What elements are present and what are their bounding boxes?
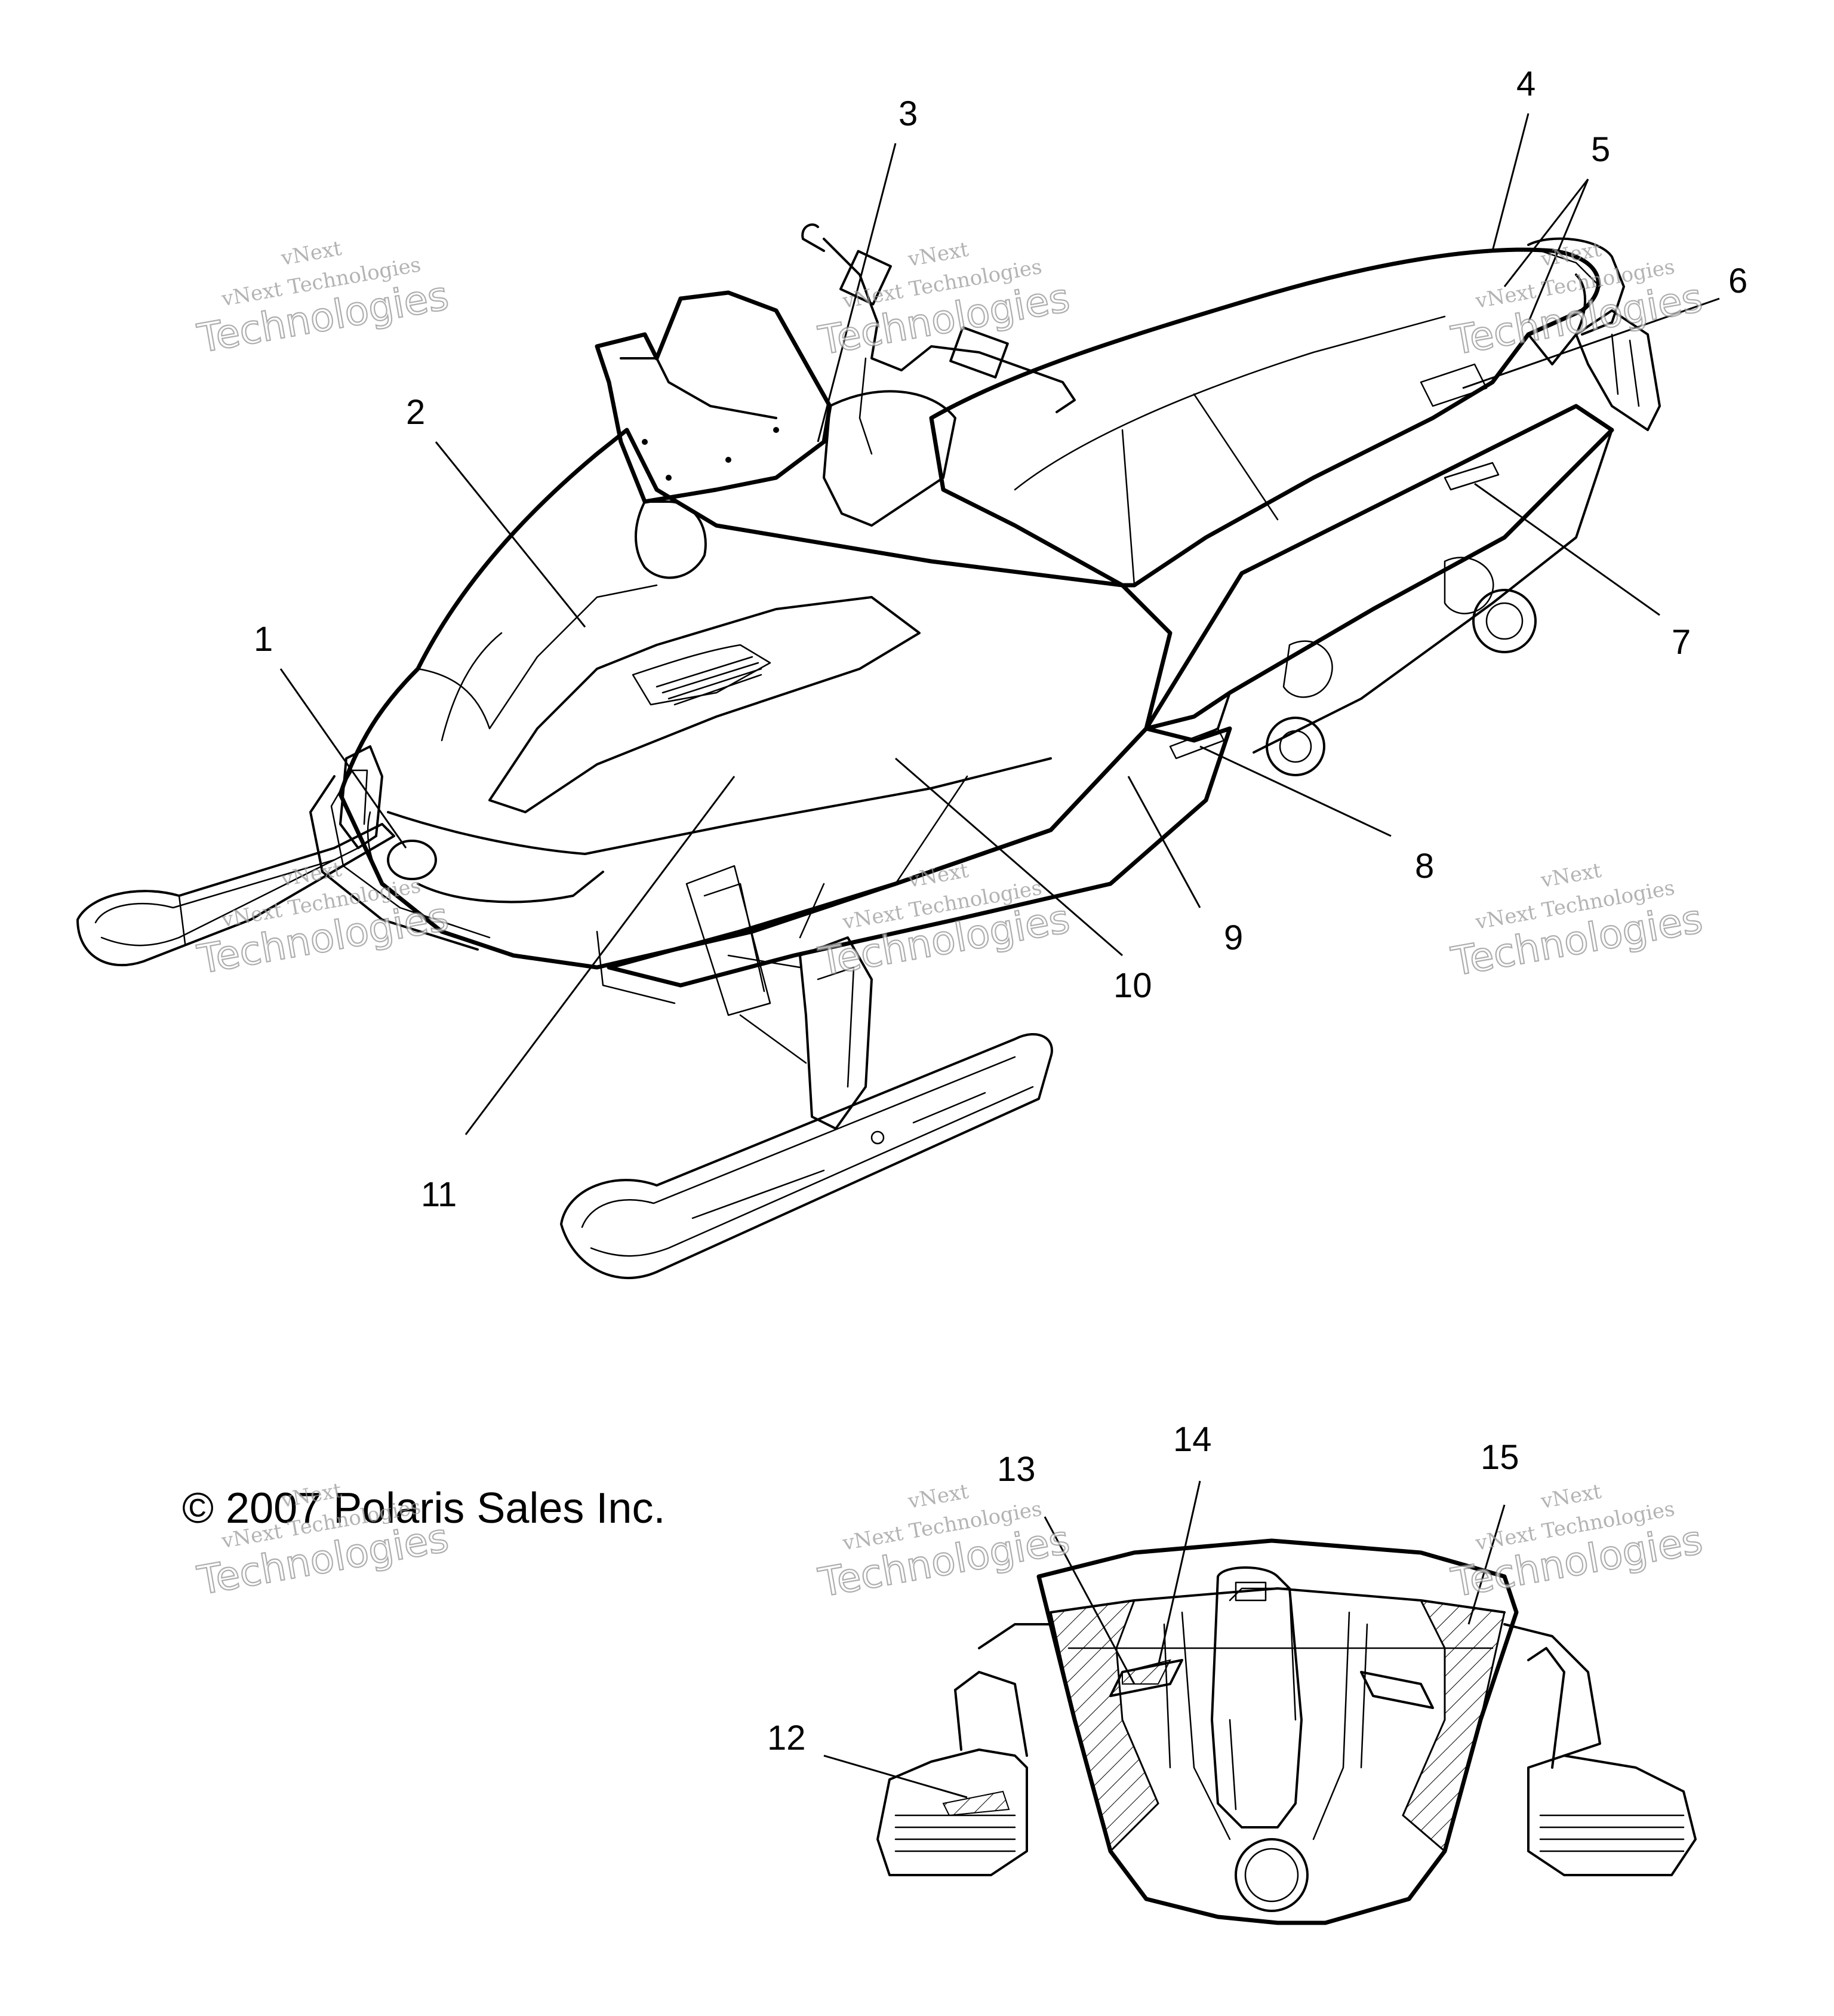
svg-text:vNext: vNext: [1538, 1480, 1604, 1514]
right-ski: [560, 1032, 1053, 1279]
callout-13: 13: [997, 1450, 1036, 1489]
front-bumper: [309, 769, 491, 951]
callout-4: 4: [1516, 64, 1535, 103]
callout-11: 11: [421, 1175, 457, 1214]
callout-8: 8: [1415, 847, 1434, 886]
callout-labels: 1 2 3 4 5 6 7 8 9 10 11 12 13 14 15: [254, 64, 1747, 1757]
callout-12: 12: [767, 1719, 806, 1757]
leader-lines: [279, 113, 1720, 1799]
watermark-9: vNext vNext Technologies Technologies: [1447, 1480, 1706, 1607]
left-spindle: [339, 745, 383, 849]
watermark-5: vNext vNext Technologies Technologies: [814, 859, 1073, 986]
hood-vent: [656, 656, 762, 706]
callout-14: 14: [1173, 1420, 1212, 1459]
snowmobile-illustration: [76, 223, 1661, 1279]
svg-text:vNext: vNext: [906, 859, 971, 893]
handlebars: [801, 223, 1076, 455]
callout-2: 2: [406, 393, 425, 432]
watermark-3: vNext vNext Technologies Technologies: [1447, 238, 1706, 365]
headlight-icon: [387, 840, 437, 880]
callout-7: 7: [1672, 623, 1691, 662]
callout-15: 15: [1481, 1438, 1519, 1477]
watermark-2: vNext vNext Technologies Technologies: [814, 238, 1073, 365]
hood-front-illustration: [876, 1538, 1697, 1925]
callout-3: 3: [898, 94, 918, 133]
watermark-4: vNext vNext Technologies Technologies: [193, 858, 453, 984]
callout-10: 10: [1113, 966, 1152, 1005]
left-ski: [76, 823, 395, 967]
callout-6: 6: [1728, 262, 1747, 300]
hood: [338, 428, 1173, 970]
watermark-6: vNext vNext Technologies Technologies: [1447, 859, 1706, 986]
callout-1: 1: [254, 620, 273, 659]
callout-9: 9: [1224, 918, 1243, 957]
watermark-1: vNext vNext Technologies Technologies: [193, 236, 453, 362]
svg-text:vNext: vNext: [906, 1480, 971, 1514]
tunnel-decals: [1169, 363, 1500, 760]
front-headlight-icon: [1235, 1838, 1309, 1912]
copyright-notice: © 2007 Polaris Sales Inc.: [182, 1485, 665, 1532]
windshield: [595, 290, 956, 579]
svg-text:vNext: vNext: [1538, 859, 1604, 893]
svg-text:vNext: vNext: [279, 236, 344, 271]
svg-text:vNext: vNext: [906, 238, 971, 272]
side-panel: [596, 726, 1232, 1004]
callout-5: 5: [1591, 130, 1610, 169]
watermark-7: vNext vNext Technologies Technologies: [193, 1479, 453, 1605]
tunnel: [1144, 404, 1614, 776]
right-spindle: [685, 865, 873, 1130]
